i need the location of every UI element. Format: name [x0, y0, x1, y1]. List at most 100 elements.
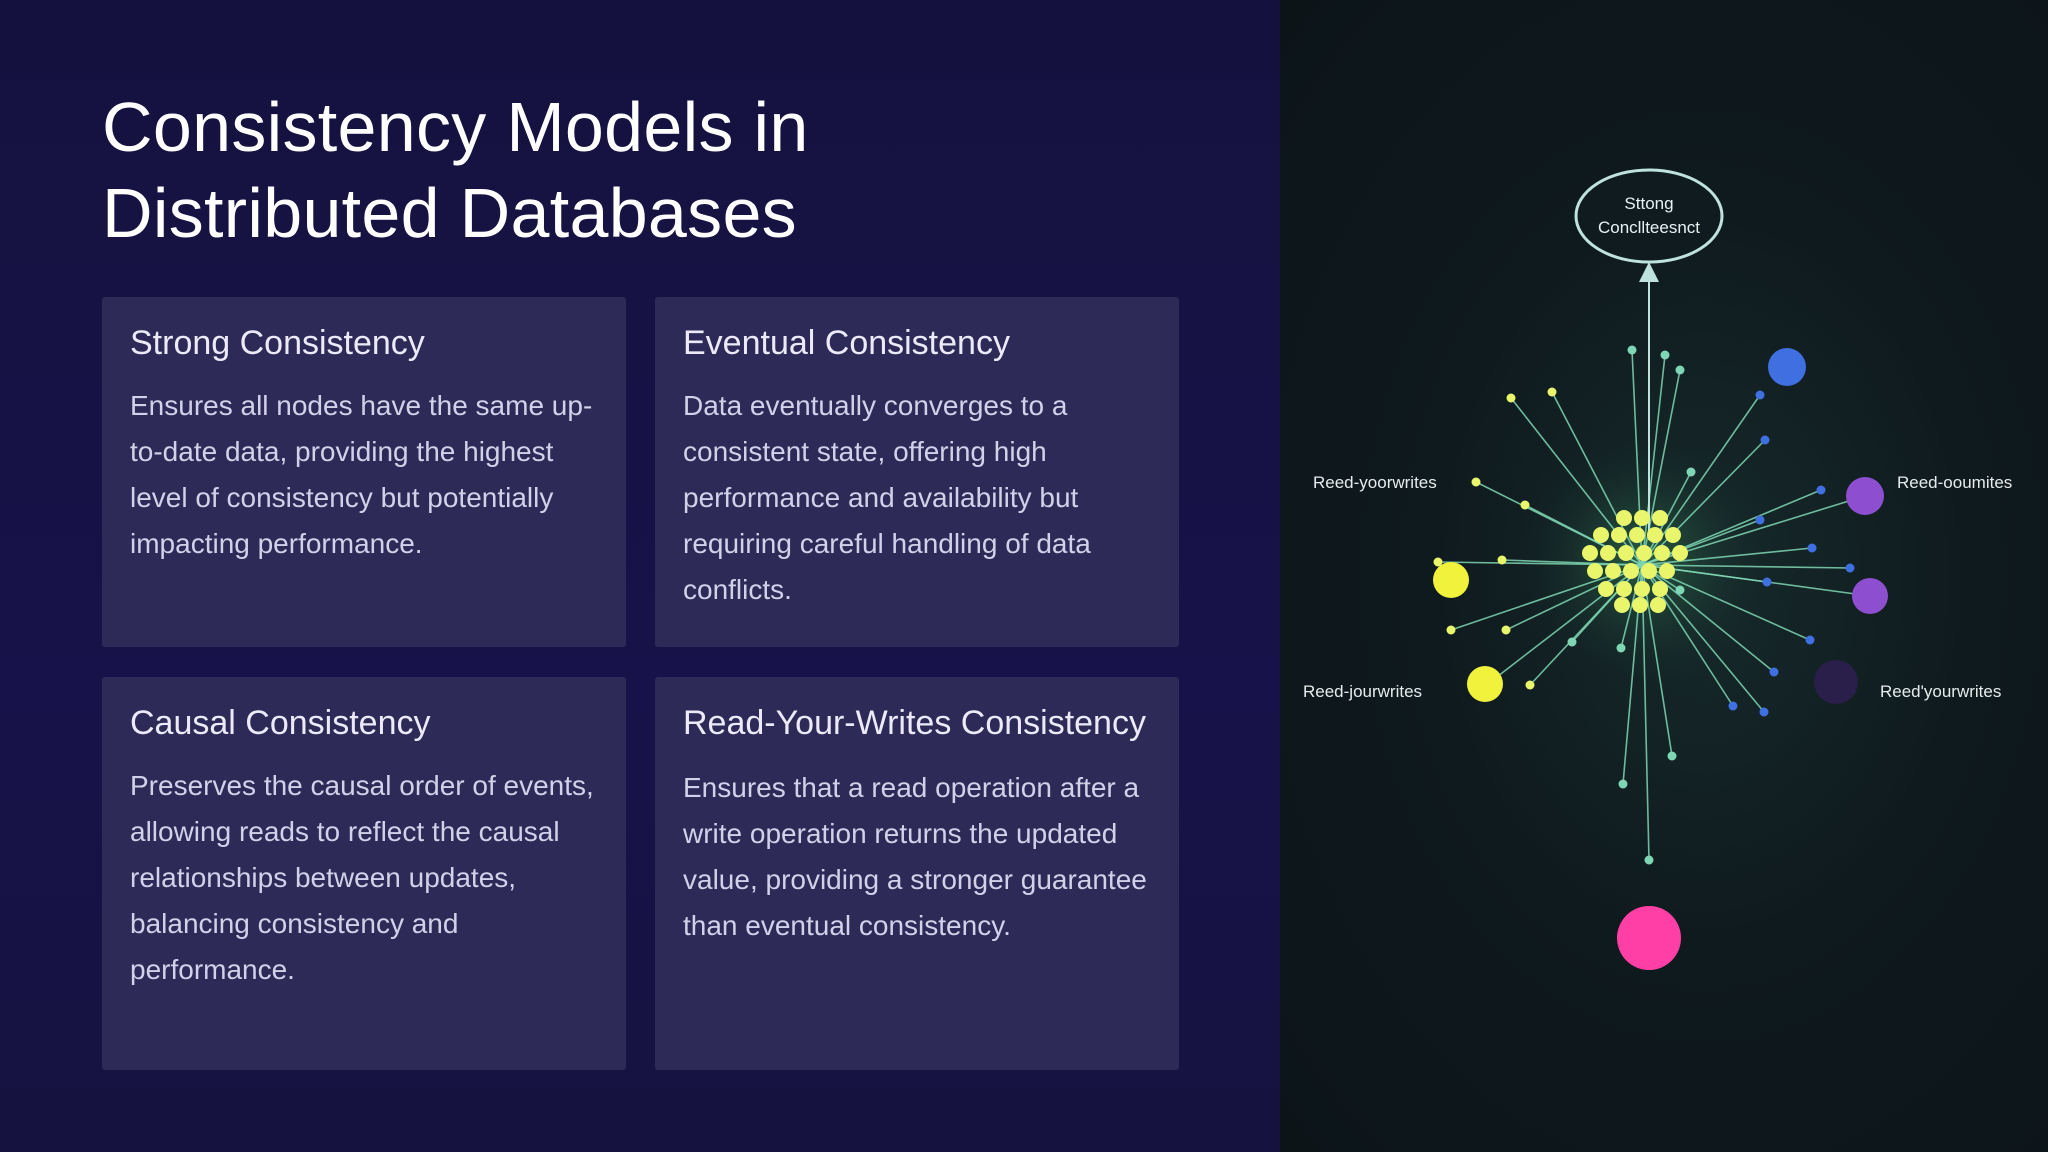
purple-node-lower — [1852, 578, 1888, 614]
card-body: Ensures that a read operation after a wr… — [683, 772, 1147, 941]
cluster-node — [1611, 527, 1627, 543]
spoke-endpoint — [1805, 635, 1815, 645]
spoke-endpoint — [1769, 667, 1779, 677]
cluster-node — [1632, 597, 1648, 613]
cluster-node — [1672, 545, 1688, 561]
spoke-line — [1641, 564, 1673, 757]
card-eventual-consistency: Eventual Consistency Data eventually con… — [655, 297, 1179, 647]
cluster-node — [1600, 545, 1616, 561]
slide-title: Consistency Models in Distributed Databa… — [102, 88, 809, 252]
cluster-node — [1652, 510, 1668, 526]
spoke-endpoint — [1644, 855, 1654, 865]
spoke-line — [1479, 564, 1643, 691]
central-cluster — [1582, 510, 1688, 613]
pink-node — [1617, 906, 1681, 970]
yellow-node-upper — [1433, 562, 1469, 598]
spoke-endpoint — [1567, 637, 1577, 647]
spoke-endpoint — [1762, 577, 1772, 587]
cluster-node — [1616, 581, 1632, 597]
cluster-node — [1641, 563, 1657, 579]
card-read-your-writes-consistency: Read-Your-Writes Consistency Ensures tha… — [655, 677, 1179, 1070]
cluster-node — [1659, 563, 1675, 579]
cluster-node — [1636, 545, 1652, 561]
spoke-line — [1551, 391, 1643, 566]
card-body: Preserves the causal order of events, al… — [130, 770, 594, 985]
spoke-endpoint — [1728, 701, 1738, 711]
cluster-node — [1582, 545, 1598, 561]
label-lower-left: Reed-jourwrites — [1303, 682, 1422, 701]
label-lower-right: Reed'yourwrites — [1880, 682, 2001, 701]
spoke-endpoint — [1501, 625, 1511, 635]
purple-node-upper — [1846, 477, 1884, 515]
card-title: Eventual Consistency — [683, 324, 1010, 362]
top-node-label-line2: Concllteesnct — [1598, 218, 1700, 237]
cluster-node — [1647, 527, 1663, 543]
cluster-node — [1605, 563, 1621, 579]
cluster-node — [1629, 527, 1645, 543]
top-node-ring — [1574, 168, 1724, 264]
spoke-line — [1641, 354, 1666, 566]
cluster-node — [1598, 581, 1614, 597]
spoke-line — [1641, 564, 1851, 569]
spoke-line — [1641, 489, 1822, 566]
card-body: Ensures all nodes have the same up-to-da… — [130, 390, 593, 559]
spoke-endpoint — [1686, 467, 1696, 477]
spoke-endpoint — [1520, 500, 1530, 510]
spoke-endpoint — [1627, 345, 1637, 355]
spoke-endpoint — [1525, 680, 1535, 690]
card-strong-consistency: Strong Consistency Ensures all nodes hav… — [102, 297, 626, 647]
dark-node — [1814, 660, 1858, 704]
card-causal-consistency: Causal Consistency Preserves the causal … — [102, 677, 626, 1070]
spoke-endpoint — [1807, 543, 1817, 553]
spoke-line — [1641, 547, 1813, 566]
card-title: Strong Consistency — [130, 324, 425, 362]
spoke-endpoint — [1667, 751, 1677, 761]
cluster-node — [1634, 581, 1650, 597]
cluster-node — [1587, 563, 1603, 579]
spoke-endpoint — [1816, 485, 1826, 495]
cluster-node — [1665, 527, 1681, 543]
cluster-node — [1618, 545, 1634, 561]
diagram-panel: Sttong Concllteesnct Reed-yoorwrites Ree… — [1280, 0, 2048, 1152]
spoke-endpoint — [1675, 365, 1685, 375]
top-node-label-line1: Sttong — [1624, 194, 1673, 213]
spoke-endpoint — [1755, 390, 1765, 400]
spoke-line — [1620, 564, 1643, 649]
spoke-endpoint — [1433, 557, 1443, 567]
spoke-endpoint — [1675, 585, 1685, 595]
spoke-endpoint — [1471, 477, 1481, 487]
spoke-endpoint — [1755, 515, 1765, 525]
card-body: Data eventually converges to a consisten… — [683, 390, 1091, 605]
label-upper-right: Reed-ooumites — [1897, 473, 2012, 492]
spoke-endpoints — [1433, 345, 1875, 865]
spoke-endpoint — [1760, 435, 1770, 445]
spoke-endpoint — [1618, 779, 1628, 789]
spoke-line — [1641, 439, 1766, 566]
cluster-node — [1654, 545, 1670, 561]
spoke-endpoint — [1759, 707, 1769, 717]
spoke-endpoint — [1497, 555, 1507, 565]
spoke-endpoint — [1506, 393, 1516, 403]
cluster-node — [1650, 597, 1666, 613]
spoke-endpoint — [1660, 350, 1670, 360]
yellow-node-lower — [1467, 666, 1503, 702]
cluster-node — [1623, 563, 1639, 579]
cluster-node — [1634, 510, 1650, 526]
cluster-node — [1652, 581, 1668, 597]
cluster-node — [1616, 510, 1632, 526]
spoke-endpoint — [1547, 387, 1557, 397]
spoke-line — [1501, 559, 1643, 566]
card-title: Causal Consistency — [130, 704, 431, 742]
spoke-line — [1641, 564, 1650, 861]
blue-node — [1768, 348, 1806, 386]
spoke-endpoint — [1845, 563, 1855, 573]
consistency-network-diagram: Sttong Concllteesnct Reed-yoorwrites Ree… — [1303, 168, 2012, 970]
spoke-endpoint — [1616, 643, 1626, 653]
label-upper-left: Reed-yoorwrites — [1313, 473, 1437, 492]
card-title: Read-Your-Writes Consistency — [683, 704, 1146, 742]
cluster-node — [1614, 597, 1630, 613]
spoke-endpoint — [1446, 625, 1456, 635]
content-panel: Consistency Models in Distributed Databa… — [0, 0, 1280, 1152]
cluster-node — [1593, 527, 1609, 543]
